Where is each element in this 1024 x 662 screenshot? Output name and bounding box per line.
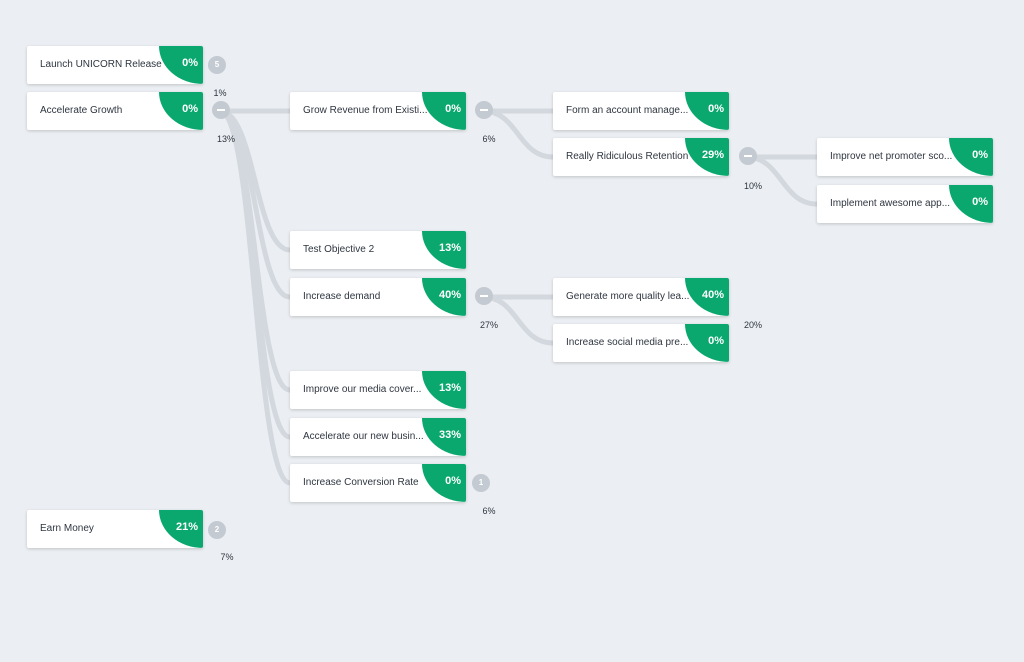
objective-title: Increase social media pre... [566, 337, 689, 348]
objective-title: Launch UNICORN Release [40, 59, 162, 70]
objective-title: Earn Money [40, 523, 94, 534]
objective-card-test2[interactable]: Test Objective 2 13% [290, 231, 466, 269]
weight-label-grow: 6% [482, 134, 496, 144]
objective-title: Grow Revenue from Existi... [303, 105, 428, 116]
objective-card-accel[interactable]: Accelerate Growth 0% [27, 92, 203, 130]
progress-value: 0% [972, 149, 988, 161]
progress-value: 13% [438, 242, 461, 254]
objective-title: Accelerate Growth [40, 105, 123, 116]
weight-label-demand: 27% [479, 320, 498, 330]
objective-card-conversion[interactable]: Increase Conversion Rate 0% [290, 464, 466, 502]
objective-title: Accelerate our new busin... [303, 431, 424, 442]
objective-card-grow[interactable]: Grow Revenue from Existi... 0% [290, 92, 466, 130]
objective-title: Generate more quality lea... [566, 291, 690, 302]
connector-accel-newbiz [217, 108, 293, 440]
objective-title: Improve our media cover... [303, 384, 422, 395]
objective-card-social[interactable]: Increase social media pre... 0% [553, 324, 729, 362]
progress-value: 0% [708, 335, 724, 347]
progress-value: 40% [701, 289, 724, 301]
objective-card-improvenps[interactable]: Improve net promoter sco... 0% [817, 138, 993, 176]
weight-label-money: 7% [220, 552, 234, 562]
objective-card-form[interactable]: Form an account manage... 0% [553, 92, 729, 130]
progress-value: 0% [445, 475, 461, 487]
objective-card-implement[interactable]: Implement awesome app... 0% [817, 185, 993, 223]
collapse-button-accel[interactable] [212, 101, 230, 119]
objective-title: Test Objective 2 [303, 244, 375, 255]
progress-value: 0% [182, 57, 198, 69]
objective-card-newbiz[interactable]: Accelerate our new busin... 33% [290, 418, 466, 456]
progress-badge: 0% [422, 464, 466, 502]
progress-value: 0% [972, 196, 988, 208]
objective-title: Increase Conversion Rate [303, 477, 419, 488]
children-count-button-conversion[interactable]: 1 [472, 474, 490, 492]
progress-value: 33% [438, 429, 461, 441]
progress-value: 0% [708, 103, 724, 115]
progress-value: 21% [175, 521, 198, 533]
objective-title: Implement awesome app... [830, 198, 951, 209]
objective-title: Form an account manage... [566, 105, 689, 116]
objective-card-media[interactable]: Improve our media cover... 13% [290, 371, 466, 409]
objective-title: Really Ridiculous Retention [566, 151, 689, 162]
connector-accel-media [217, 108, 293, 393]
objective-card-really[interactable]: Really Ridiculous Retention 29% [553, 138, 729, 176]
progress-badge: 0% [422, 92, 466, 130]
weight-label-conversion: 6% [482, 506, 496, 516]
objective-card-demand[interactable]: Increase demand 40% [290, 278, 466, 316]
collapse-button-grow[interactable] [475, 101, 493, 119]
weight-label-quality: 20% [743, 320, 762, 330]
objective-title: Increase demand [303, 291, 381, 302]
connector-accel-conversion [217, 108, 293, 486]
objective-card-launch[interactable]: Launch UNICORN Release 0% [27, 46, 203, 84]
progress-badge: 40% [422, 278, 466, 316]
objective-card-money[interactable]: Earn Money 21% [27, 510, 203, 548]
weight-label-really: 10% [743, 181, 762, 191]
progress-value: 40% [438, 289, 461, 301]
progress-value: 29% [701, 149, 724, 161]
progress-value: 13% [438, 382, 461, 394]
connector-accel-test2 [217, 108, 293, 253]
weight-label-launch: 1% [213, 88, 227, 98]
collapse-button-demand[interactable] [475, 287, 493, 305]
objective-card-quality[interactable]: Generate more quality lea... 40% [553, 278, 729, 316]
children-count-button-launch[interactable]: 5 [208, 56, 226, 74]
weight-label-accel: 13% [216, 134, 235, 144]
progress-value: 0% [445, 103, 461, 115]
progress-value: 0% [182, 103, 198, 115]
objective-title: Improve net promoter sco... [830, 151, 953, 162]
collapse-button-really[interactable] [739, 147, 757, 165]
children-count-button-money[interactable]: 2 [208, 521, 226, 539]
